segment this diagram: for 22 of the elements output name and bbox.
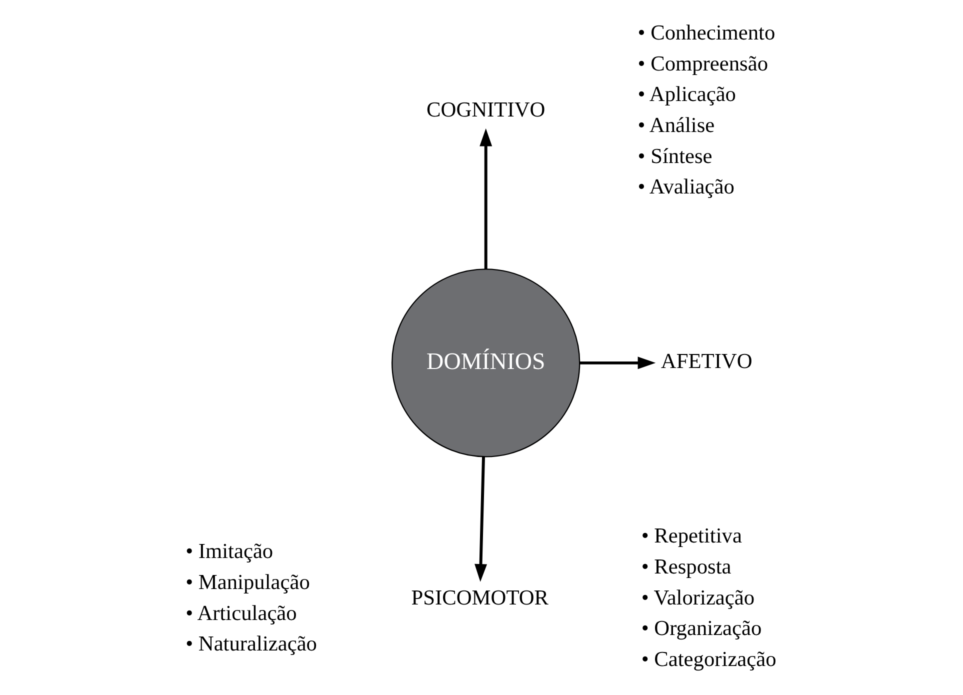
node-text: AFETIVO [660,349,752,374]
label: • Imitação [185,539,273,564]
label: • Resposta [640,554,731,578]
label: • Manipulação [185,570,310,594]
label: • Conhecimento [637,20,775,44]
label: • Aplicação [637,82,736,106]
label: • Categorização [640,647,776,672]
node-text: COGNITIVO [426,98,545,122]
arrow [479,128,492,270]
label: • Naturalização [185,632,316,656]
label: • Organização [640,616,762,640]
label: • Avaliação [637,174,734,199]
label: • Valorização [640,585,754,610]
label: • Síntese [637,144,712,168]
label: • Articulação [185,600,296,625]
label: • Análise [637,112,714,137]
node-text: PSICOMOTOR [410,585,548,610]
arrow [579,356,656,370]
label: • Compreensão [637,51,768,76]
arrow [474,456,487,582]
node-circle: DOMÍNIOS [391,268,580,458]
label: • Repetitiva [640,524,742,548]
